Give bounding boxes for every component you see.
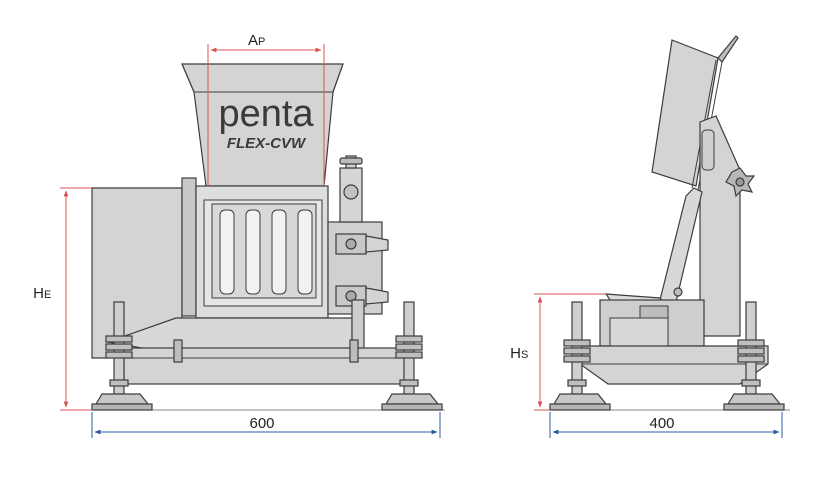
left-post [181,177,197,317]
side-left-leveling-foot [549,301,611,411]
front-view: penta FLEX-CVW [88,63,445,411]
base-frame [123,347,407,385]
brand-logo: penta [218,93,314,135]
height-label: H [33,285,44,302]
clamp-upper [335,233,389,255]
star-knob [725,167,756,198]
side-height-label: H [510,345,521,362]
clamp-lower [335,285,389,307]
side-dimensions: H S 400 [510,293,783,438]
width-label: 600 [249,415,274,432]
side-height-label-sub: S [521,349,528,361]
height-label-sub: E [44,289,51,301]
aperture-label-sub: P [258,36,265,48]
side-right-leveling-foot [723,301,785,411]
left-leveling-foot [91,301,153,411]
model-name: FLEX-CVW [227,135,307,152]
aperture-label: A [248,32,258,49]
front-dimensions: A P H E 600 [33,32,441,438]
depth-label: 400 [649,415,674,432]
valve-assembly [339,155,363,223]
slotted-grill [211,203,317,299]
right-leveling-foot [381,301,443,411]
side-view [544,35,790,411]
inclined-chute [659,187,703,307]
